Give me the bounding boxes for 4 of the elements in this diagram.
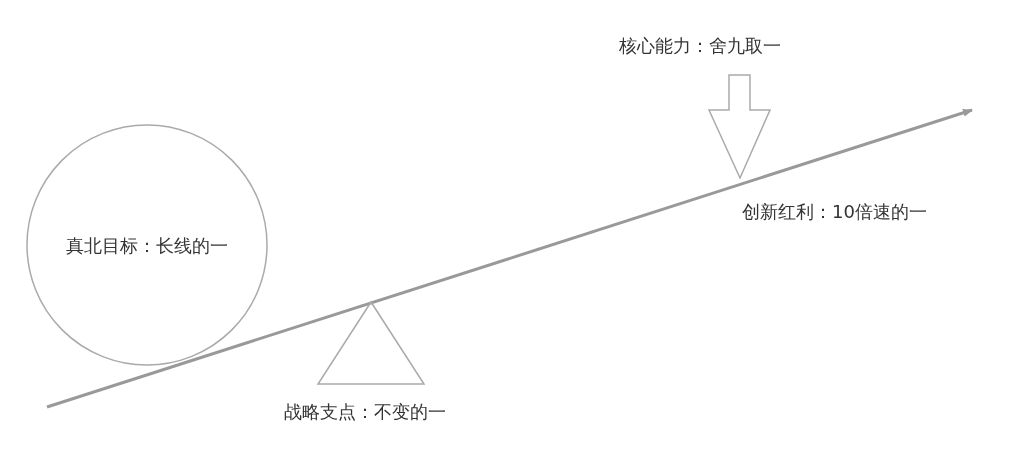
node-label: 核心能力：舍九取一 <box>618 34 782 58</box>
node-label: 真北目标：长线的一 <box>65 234 229 258</box>
annotation-label: 创新红利：10倍速的一 <box>742 200 927 224</box>
node-label: 战略支点：不变的一 <box>283 400 447 424</box>
